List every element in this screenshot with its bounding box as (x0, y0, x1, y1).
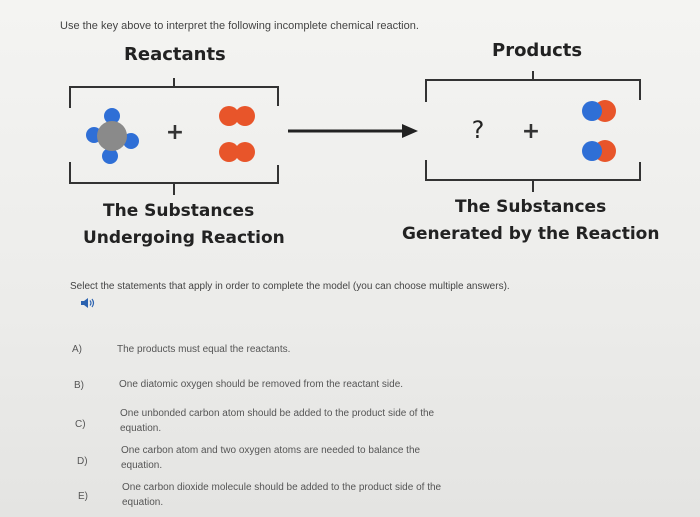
option-a-letter: A) (72, 344, 82, 355)
reactants-bracket (69, 78, 279, 195)
reactants-subtitle-line1: The Substances (103, 201, 255, 221)
option-d-letter: D) (77, 456, 88, 467)
option-b-text[interactable]: One diatomic oxygen should be removed fr… (119, 379, 404, 390)
products-subtitle-line1: The Substances (455, 197, 607, 217)
products-plus: + (522, 119, 540, 144)
reactants-subtitle-line2: Undergoing Reaction (83, 228, 285, 248)
instruction-text: Use the key above to interpret the follo… (60, 20, 419, 32)
products-title: Products (492, 40, 583, 61)
unknown-product-mark: ? (472, 116, 485, 144)
option-c-letter: C) (75, 419, 86, 430)
question-prompt: Select the statements that apply in orde… (70, 281, 510, 292)
reaction-diagram: + ? + (69, 71, 641, 195)
products-bracket (425, 71, 641, 192)
products-subtitle-line2: Generated by the Reaction (402, 224, 660, 244)
reaction-arrow (288, 124, 418, 138)
methane-molecule (86, 108, 139, 164)
oxygen-molecule-pair (219, 106, 255, 162)
reactants-plus: + (166, 120, 184, 145)
option-d-text[interactable]: One carbon atom and two oxygen atoms are… (121, 445, 421, 471)
option-c-text[interactable]: One unbonded carbon atom should be added… (120, 408, 435, 434)
option-a-text[interactable]: The products must equal the reactants. (117, 344, 291, 355)
option-e-letter: E) (78, 491, 88, 502)
reactants-title: Reactants (124, 44, 226, 65)
option-e-text[interactable]: One carbon dioxide molecule should be ad… (122, 482, 442, 508)
speaker-icon[interactable] (80, 297, 96, 312)
option-b-letter: B) (74, 380, 84, 391)
carbon-monoxide-molecules (582, 100, 616, 162)
